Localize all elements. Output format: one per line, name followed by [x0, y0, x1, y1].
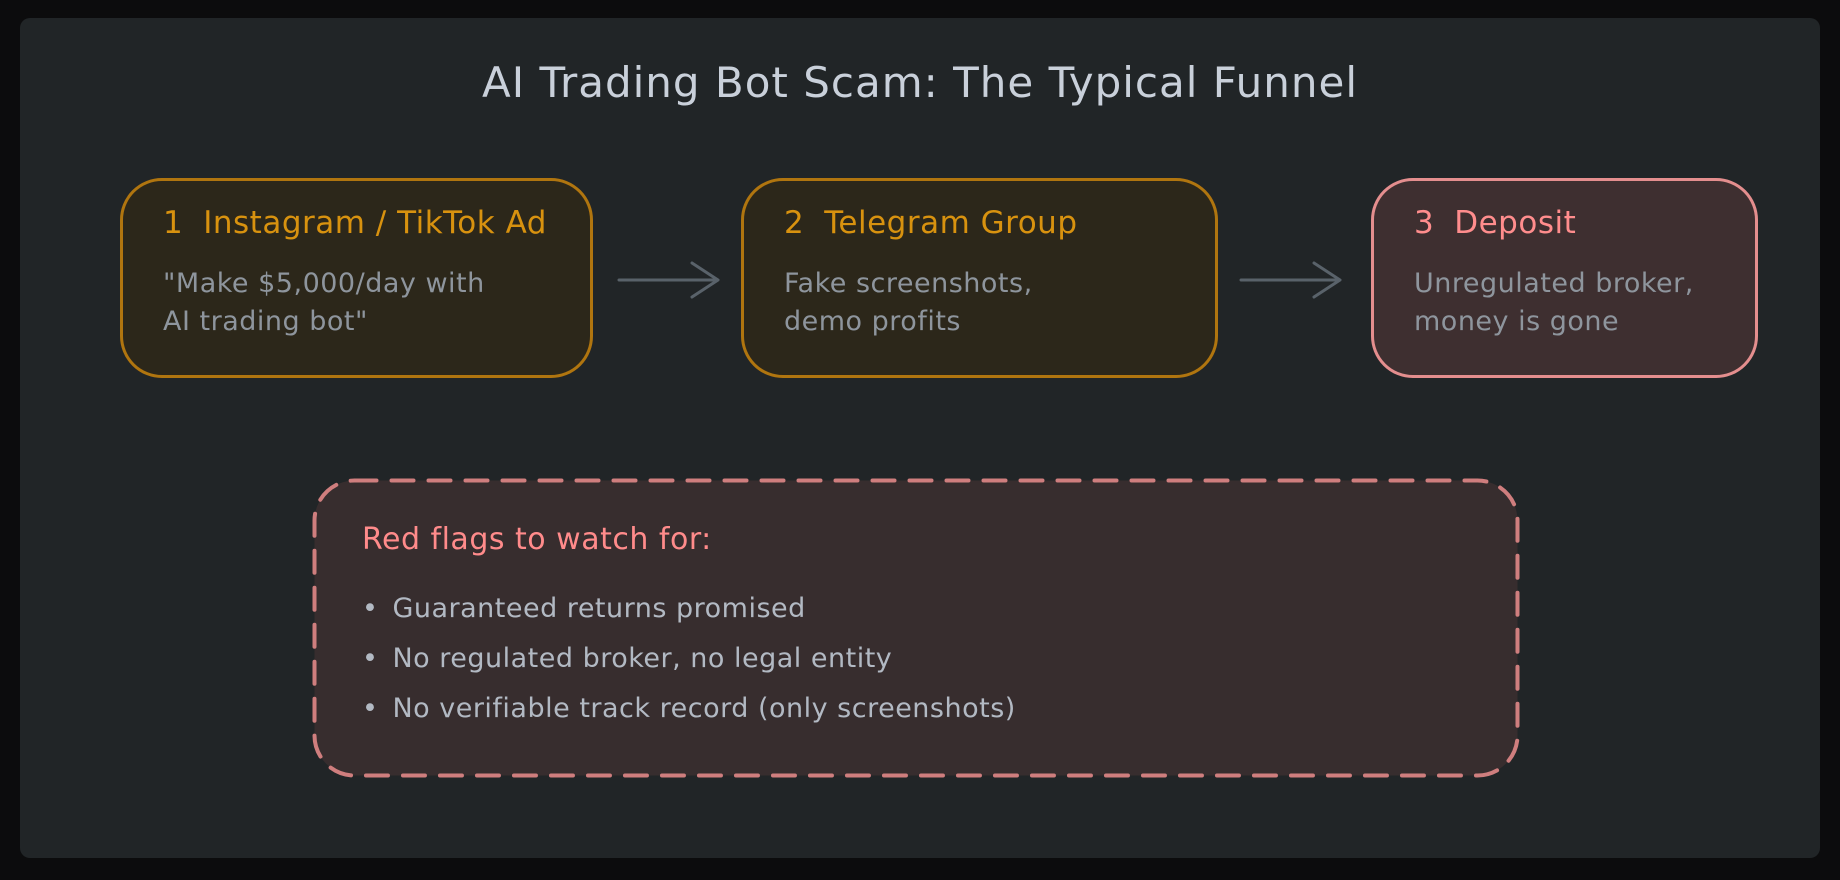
step-label: Deposit	[1454, 205, 1577, 241]
red-flags-list: • Guaranteed returns promised • No regulat…	[362, 593, 1016, 725]
red-flags-title: Red flags to watch for:	[362, 522, 712, 557]
step-description-line: "Make $5,000/day with	[163, 268, 485, 299]
list-item: • No regulated broker, no legal entity	[362, 643, 1016, 675]
step-description-line: money is gone	[1414, 306, 1620, 337]
step-description-line: AI trading bot"	[163, 306, 368, 337]
arrow-right-icon	[1238, 258, 1348, 302]
list-item: • No verifiable track record (only screen…	[362, 693, 1016, 725]
list-item-text: No regulated broker, no legal entity	[392, 643, 893, 674]
dashed-border	[312, 478, 1520, 778]
step-label: Instagram / TikTok Ad	[203, 205, 547, 241]
page-title: AI Trading Bot Scam: The Typical Funnel	[482, 58, 1358, 107]
list-item-text: No verifiable track record (only screens…	[392, 693, 1016, 724]
step-description: Fake screenshots, demo profits	[784, 265, 1195, 341]
step-description-line: Unregulated broker,	[1414, 268, 1694, 299]
step-number: 1	[163, 205, 184, 241]
list-item-text: Guaranteed returns promised	[392, 593, 806, 624]
step-title: 3 Deposit	[1414, 205, 1735, 241]
diagram-panel: AI Trading Bot Scam: The Typical Funnel …	[20, 18, 1820, 858]
step-description: Unregulated broker, money is gone	[1414, 265, 1735, 341]
step-description: "Make $5,000/day with AI trading bot"	[163, 265, 570, 341]
step-number: 2	[784, 205, 805, 241]
bullet-icon: •	[362, 693, 379, 724]
funnel-step-instagram-tiktok-ad: 1 Instagram / TikTok Ad "Make $5,000/day …	[120, 178, 593, 378]
funnel-step-telegram-group: 2 Telegram Group Fake screenshots, demo p…	[741, 178, 1218, 378]
step-title: 1 Instagram / TikTok Ad	[163, 205, 570, 241]
step-description-line: demo profits	[784, 306, 961, 337]
bullet-icon: •	[362, 643, 379, 674]
arrow-right-icon	[616, 258, 726, 302]
step-label: Telegram Group	[824, 205, 1078, 241]
step-title: 2 Telegram Group	[784, 205, 1195, 241]
step-number: 3	[1414, 205, 1435, 241]
bullet-icon: •	[362, 593, 379, 624]
red-flags-panel: Red flags to watch for: • Guaranteed retu…	[312, 478, 1520, 778]
list-item: • Guaranteed returns promised	[362, 593, 1016, 625]
red-flags-content: Red flags to watch for: • Guaranteed retu…	[362, 522, 1016, 743]
step-description-line: Fake screenshots,	[784, 268, 1033, 299]
funnel-step-deposit: 3 Deposit Unregulated broker, money is go…	[1371, 178, 1758, 378]
